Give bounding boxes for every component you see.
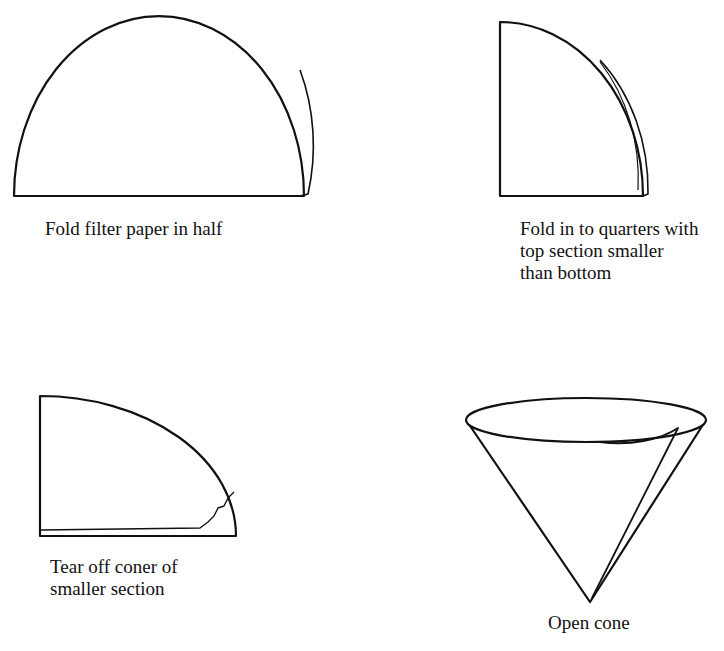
step-caption: Tear off coner of smaller section [50, 556, 200, 600]
paper-edge [600, 60, 648, 196]
cone [466, 420, 706, 602]
cone-rim [466, 398, 706, 442]
paper-edge [600, 62, 638, 190]
torn-corner [40, 492, 234, 530]
step-caption: Open cone [548, 612, 688, 634]
half-folded-paper [14, 16, 304, 196]
cone-fold [592, 428, 678, 598]
step-caption: Fold filter paper in half [45, 218, 225, 240]
step-caption: Fold in to quarters with top section sma… [520, 218, 700, 284]
quarter-folded-paper [500, 22, 643, 196]
quarter-folded-paper [40, 396, 236, 536]
paper-edge [300, 70, 313, 196]
cone-fold [560, 440, 592, 600]
